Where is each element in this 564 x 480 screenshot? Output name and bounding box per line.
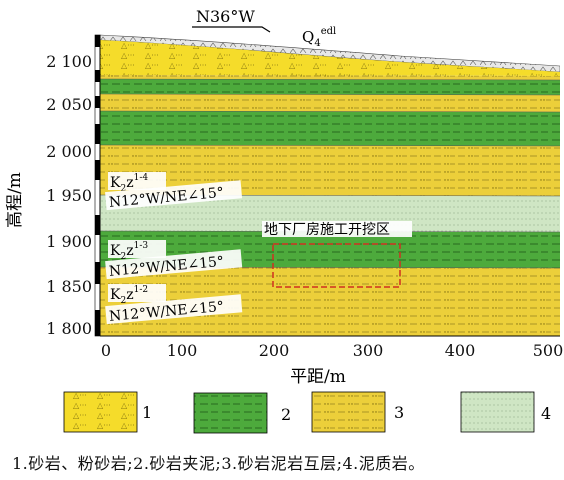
x-tick-label: 300 [353, 341, 384, 360]
legend: 1 2 3 4 [63, 391, 551, 434]
legend-number: 1 [142, 403, 152, 422]
legend-number: 3 [394, 403, 404, 422]
x-tick-label: 400 [445, 341, 476, 360]
stratum-q4-cover [100, 34, 560, 73]
y-tick-label: 1 850 [46, 277, 92, 296]
legend-item-4: 4 [460, 391, 551, 433]
svg-text:K2z1-4: K2z1-4 [110, 173, 148, 194]
y-tick-label: 1 800 [46, 319, 92, 338]
x-axis-label: 平距/m [290, 367, 346, 387]
svg-text:K2z1-3: K2z1-3 [110, 241, 148, 262]
legend-item-3: 3 [311, 391, 404, 433]
legend-swatch-interbed [311, 391, 386, 433]
elevation-scale-bar [94, 34, 101, 337]
stratum-interbed-4 [100, 267, 560, 336]
legend-item-1: 1 [63, 391, 152, 433]
legend-swatch-sandstone [63, 391, 138, 433]
x-tick-labels: 0 100 200 300 400 500 [101, 341, 563, 360]
legend-number: 2 [281, 405, 291, 424]
legend-item-2: 2 [193, 392, 291, 434]
y-tick-label: 1 950 [46, 186, 92, 205]
x-tick-label: 500 [533, 341, 564, 360]
strata-boundaries [100, 78, 560, 269]
x-tick-label: 100 [167, 341, 198, 360]
legend-swatch-sandstone-mud [193, 392, 268, 434]
stratum-interbed-2 [100, 94, 560, 112]
orientation-label: N36°W [196, 7, 255, 26]
x-tick-label: 200 [259, 341, 290, 360]
y-tick-label: 2 000 [46, 142, 92, 161]
excavation-label: 地下厂房施工开挖区 [264, 222, 390, 238]
y-tick-label: 2 100 [46, 52, 92, 71]
y-tick-labels: 2 100 2 050 2 000 1 950 1 900 1 850 1 80… [46, 52, 92, 338]
y-tick-label: 1 900 [46, 232, 92, 251]
stratum-green-2 [100, 111, 560, 146]
geological-section-figure: △··· [5, 7, 563, 434]
svg-text:K2z1-2: K2z1-2 [110, 285, 148, 306]
stratum-sandstone-top [100, 40, 560, 76]
excavation-outline [272, 243, 401, 288]
figure-caption: 1.砂岩、粉砂岩;2.砂岩夹泥;3.砂岩泥岩互层;4.泥质岩。 [12, 454, 425, 473]
stratum-mudstone [100, 195, 560, 232]
orientation-arrow-icon [192, 26, 271, 33]
legend-swatch-mudstone [460, 391, 535, 433]
legend-number: 4 [541, 404, 551, 423]
y-axis-label: 高程/m [5, 172, 25, 228]
excavation-zone: 地下厂房施工开挖区 [262, 221, 412, 288]
stratum-green-1 [100, 79, 560, 95]
x-tick-label: 0 [101, 341, 111, 360]
y-tick-label: 2 050 [46, 95, 92, 114]
orientation-indicator: N36°W [192, 7, 271, 33]
strata [100, 34, 560, 336]
stratum-interbed-1 [100, 75, 560, 80]
surface-deposit-label: Q4edl [302, 26, 336, 49]
